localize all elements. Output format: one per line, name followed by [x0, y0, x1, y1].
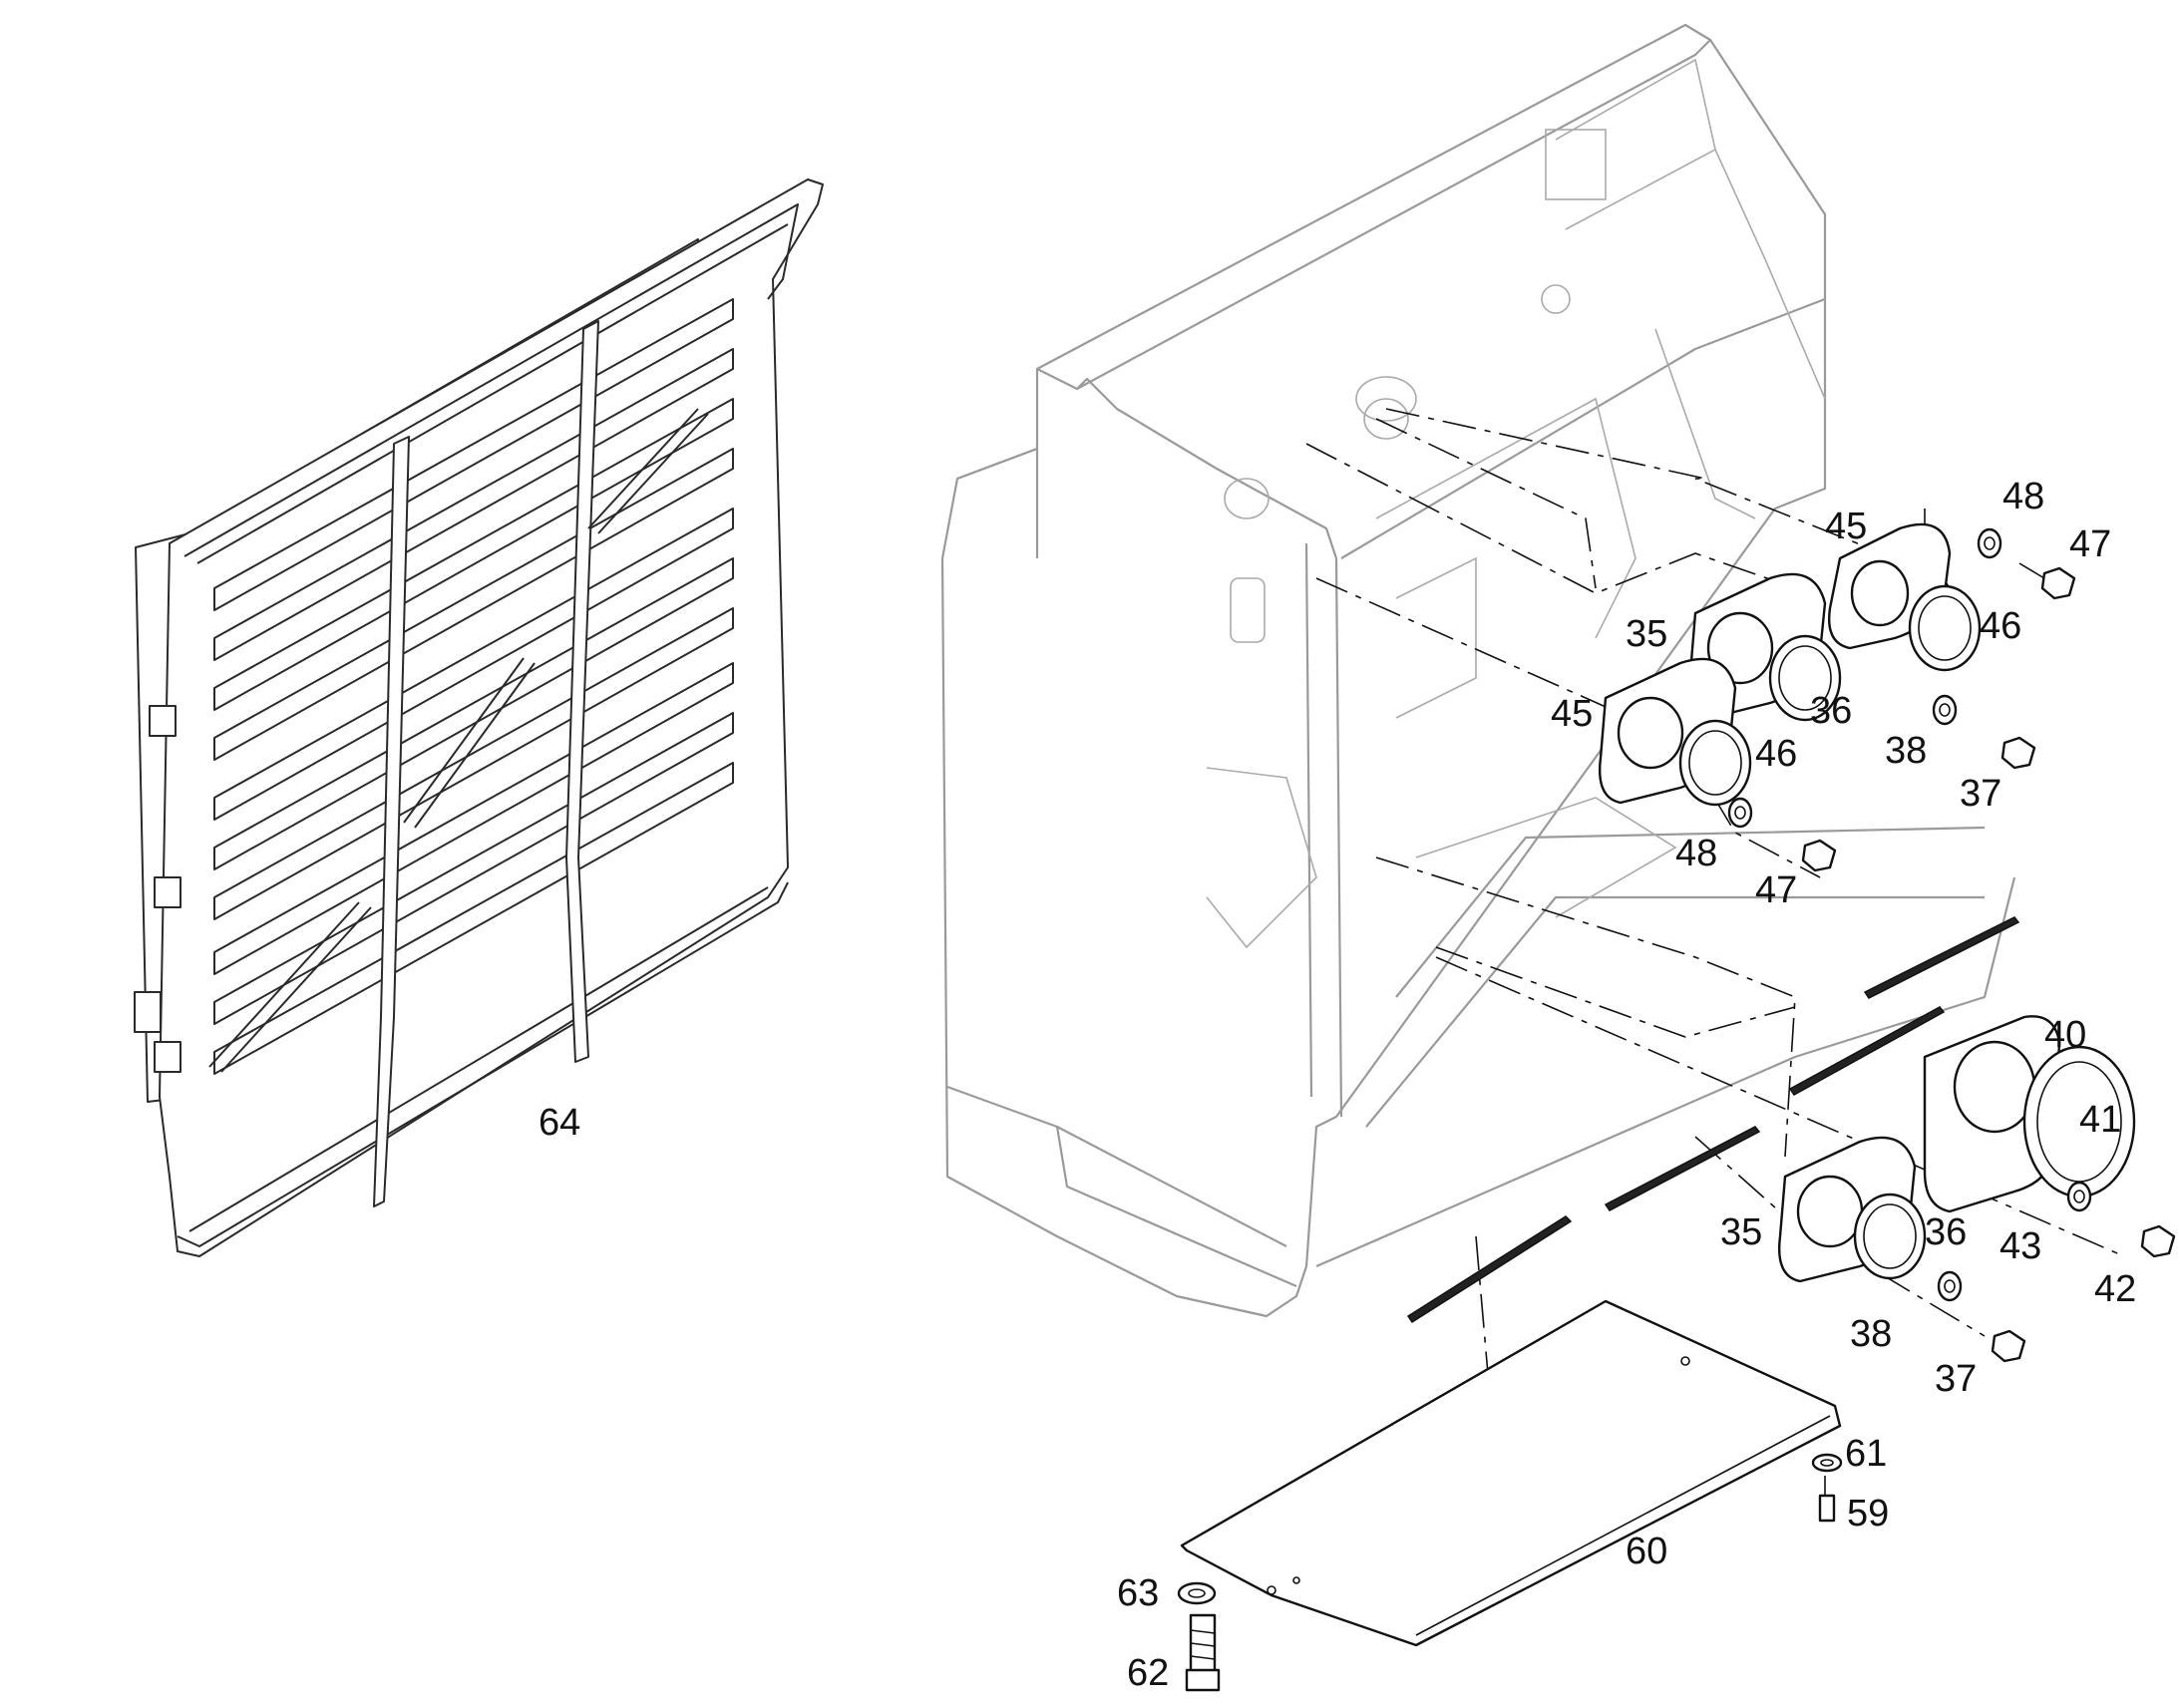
- bearing-caps: [1599, 522, 2176, 1363]
- callout-36: 36: [1925, 1211, 1967, 1253]
- callout-38: 38: [1885, 730, 1927, 772]
- callout-47: 47: [1755, 869, 1797, 911]
- callout-37: 37: [1935, 1358, 1977, 1400]
- seal-strips: [1406, 916, 2020, 1324]
- callout-labels: 64 48 45 47 35 46 36 45 46 38 37 48 47 4…: [539, 476, 2136, 1694]
- grille-guard: [134, 178, 824, 1257]
- callout-43: 43: [1999, 1225, 2041, 1267]
- callout-40: 40: [2044, 1014, 2086, 1056]
- callout-42: 42: [2094, 1268, 2136, 1310]
- bottom-cover-plate: [1180, 1299, 1842, 1647]
- callout-60: 60: [1626, 1531, 1667, 1572]
- callout-45: 45: [1551, 693, 1593, 735]
- callout-45: 45: [1825, 506, 1867, 547]
- callout-38: 38: [1850, 1313, 1892, 1355]
- main-frame: [940, 23, 2016, 1318]
- callout-64: 64: [539, 1102, 580, 1144]
- callout-48: 48: [2002, 476, 2044, 517]
- callout-37: 37: [1960, 773, 2001, 815]
- callout-35: 35: [1626, 613, 1667, 655]
- callout-46: 46: [1755, 733, 1797, 775]
- callout-63: 63: [1117, 1572, 1159, 1614]
- callout-61: 61: [1845, 1433, 1887, 1475]
- callout-46: 46: [1980, 605, 2021, 647]
- callout-35: 35: [1720, 1211, 1762, 1253]
- callout-48: 48: [1675, 833, 1717, 874]
- hardware: [1177, 1453, 1843, 1692]
- callout-41: 41: [2079, 1099, 2121, 1141]
- callout-59: 59: [1847, 1493, 1889, 1535]
- callout-62: 62: [1127, 1652, 1169, 1694]
- louver-slats: [213, 298, 734, 1075]
- callout-36: 36: [1810, 690, 1852, 732]
- callout-47: 47: [2069, 523, 2111, 565]
